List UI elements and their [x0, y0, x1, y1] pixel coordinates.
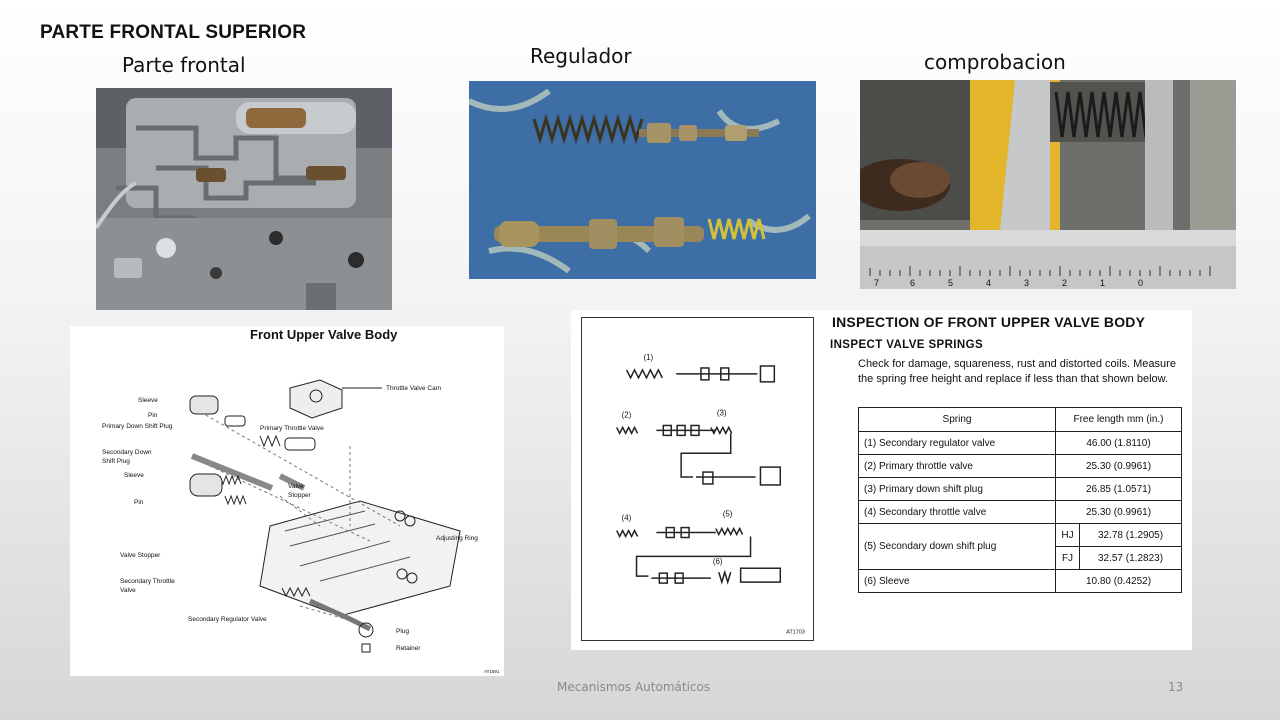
part-marker: (5)	[723, 510, 733, 519]
table-row: FJ 32.57 (1.2823)	[859, 546, 1182, 570]
free-length: 26.85 (1.0571)	[1055, 477, 1182, 501]
label-valve: Valve	[288, 483, 304, 490]
valve-body-photo	[96, 88, 392, 310]
inspection-title: INSPECTION OF FRONT UPPER VALVE BODY	[832, 314, 1146, 330]
scale-label: 2	[1062, 278, 1067, 288]
part-marker: (3)	[717, 409, 727, 418]
diagram-title: Front Upper Valve Body	[250, 327, 398, 342]
scale-label: 4	[986, 278, 991, 288]
table-header: Spring	[858, 407, 1056, 432]
scale-label: 3	[1024, 278, 1029, 288]
label-pin: Pin	[148, 412, 158, 419]
caption-parte-frontal: Parte frontal	[122, 53, 246, 77]
caption-comprobacion: comprobacion	[924, 50, 1066, 74]
page-number: 13	[1168, 680, 1184, 694]
label-sleeve-mid: Sleeve	[124, 472, 144, 479]
label-plug: Plug	[396, 628, 409, 635]
spring-name: (5) Secondary down shift plug	[858, 523, 1056, 570]
scale-label: 6	[910, 278, 915, 288]
spring-name: (2) Primary throttle valve	[858, 454, 1056, 478]
diagram-code: AT1691	[484, 669, 500, 674]
spring-parts-figure: (1) (2) (3) (4) (5) (6) AT1703	[581, 317, 814, 641]
table-row: (3) Primary down shift plug 26.85 (1.057…	[858, 477, 1182, 501]
table-header-row: Spring Free length mm (in.)	[858, 407, 1182, 432]
label-stopper: Stopper	[288, 492, 312, 499]
table-row: (2) Primary throttle valve 25.30 (0.9961…	[858, 454, 1182, 478]
scale-label: 5	[948, 278, 953, 288]
regulator-valves-photo	[469, 81, 816, 279]
spring-name: (4) Secondary throttle valve	[858, 500, 1056, 524]
label-sleeve: Sleeve	[138, 397, 158, 404]
part-marker: (1)	[643, 353, 653, 362]
table-row: (6) Sleeve 10.80 (0.4252)	[858, 569, 1182, 593]
free-length: 32.78 (1.2905)	[1079, 523, 1182, 547]
label-shift-plug: Shift Plug	[102, 458, 130, 465]
spring-name: (1) Secondary regulator valve	[858, 431, 1056, 455]
variant-code: FJ	[1055, 546, 1080, 570]
spring-name: (3) Primary down shift plug	[858, 477, 1056, 501]
table-header: Free length mm (in.)	[1055, 407, 1182, 432]
slide-heading: PARTE FRONTAL SUPERIOR	[40, 22, 307, 43]
part-marker: (6)	[713, 557, 723, 566]
free-length: 25.30 (0.9961)	[1055, 500, 1182, 524]
inspection-subtitle: INSPECT VALVE SPRINGS	[830, 339, 984, 351]
part-marker: (2)	[622, 411, 632, 420]
label-secondary-throttle-valve: Valve	[120, 587, 136, 594]
footer-title: Mecanismos Automáticos	[557, 680, 711, 694]
scale-label: 1	[1100, 278, 1105, 288]
label-secondary-down: Secondary Down	[102, 449, 152, 456]
free-length: 10.80 (0.4252)	[1055, 569, 1182, 593]
label-throttle-cam: Throttle Valve Cam	[386, 385, 441, 392]
free-length: 46.00 (1.8110)	[1055, 431, 1182, 455]
table-row: (1) Secondary regulator valve 46.00 (1.8…	[858, 431, 1182, 455]
label-valve-stopper: Valve Stopper	[120, 552, 161, 559]
caption-regulador: Regulador	[530, 44, 632, 68]
spring-spec-table: Spring Free length mm (in.) (1) Secondar…	[858, 407, 1182, 593]
free-length: 32.57 (1.2823)	[1079, 546, 1182, 570]
front-upper-valve-body-diagram: Front Upper Valve Body	[70, 326, 504, 676]
part-marker: (4)	[622, 514, 632, 523]
label-pin-mid: Pin	[134, 499, 144, 506]
label-adjusting-ring: Adjusting Ring	[436, 535, 478, 542]
table-row: (5) Secondary down shift plug HJ 32.78 (…	[858, 523, 1182, 570]
table-row: (4) Secondary throttle valve 25.30 (0.99…	[858, 500, 1182, 524]
variant-code: HJ	[1055, 523, 1080, 547]
inspection-body: Check for damage, squareness, rust and d…	[858, 358, 1176, 385]
free-length: 25.30 (0.9961)	[1055, 454, 1182, 478]
label-retainer: Retainer	[396, 645, 421, 652]
scale-label: 0	[1138, 278, 1143, 288]
label-secondary-throttle: Secondary Throttle	[120, 578, 175, 585]
caliper-measurement-photo: 7 6 5 4 3 2 1 0	[860, 80, 1236, 289]
label-primary-throttle-valve: Primary Throttle Valve	[260, 425, 324, 432]
scale-label: 7	[874, 278, 879, 288]
label-primary-down-shift-plug: Primary Down Shift Plug	[102, 423, 173, 430]
spring-name: (6) Sleeve	[858, 569, 1056, 593]
figure-code: AT1703	[786, 630, 805, 636]
label-secondary-regulator-valve: Secondary Regulator Valve	[188, 616, 267, 623]
